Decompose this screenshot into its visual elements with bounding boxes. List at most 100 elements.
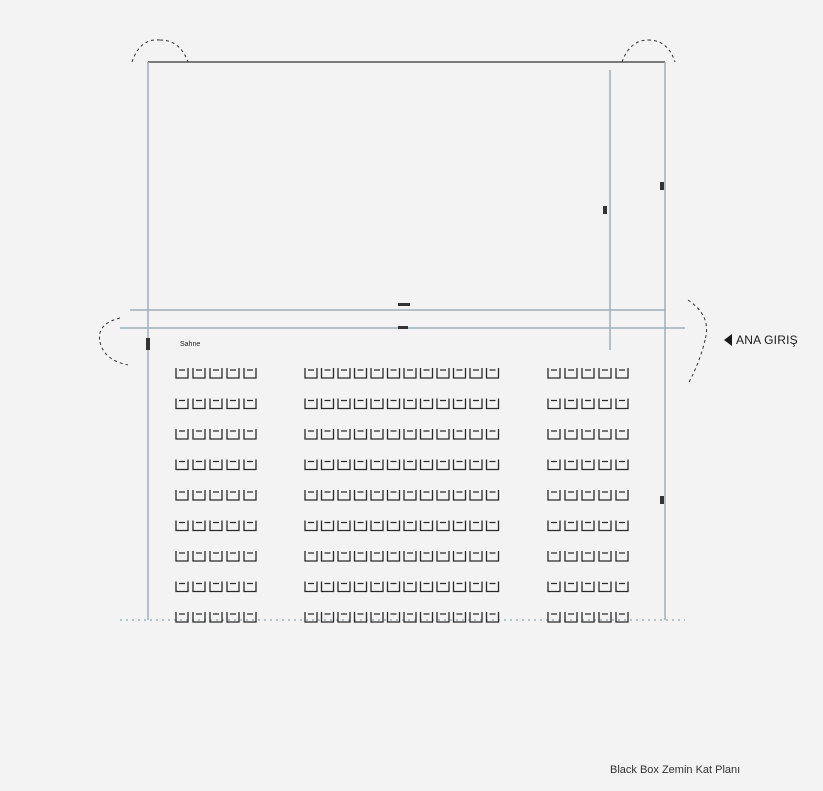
seat-icon xyxy=(209,520,223,532)
door-swing-top-right xyxy=(621,39,676,63)
seat-icon xyxy=(598,520,612,532)
seat-icon xyxy=(386,581,401,593)
seat-icon xyxy=(615,612,629,623)
seat-icon xyxy=(337,459,351,471)
seat-icon xyxy=(403,581,417,593)
seat-icon xyxy=(452,368,467,379)
seat-icon xyxy=(226,459,240,471)
seat-icon xyxy=(436,520,450,532)
seat-icon xyxy=(452,459,467,471)
seat-icon xyxy=(581,459,595,471)
seat-icon xyxy=(436,368,450,379)
seat-icon xyxy=(209,398,223,410)
seat-icon xyxy=(304,398,318,410)
seat-icon xyxy=(581,581,595,593)
seat-icon xyxy=(581,551,595,562)
seat-icon xyxy=(243,490,257,501)
seat-icon xyxy=(304,612,318,623)
seat-icon xyxy=(175,398,189,410)
seat-icon xyxy=(370,398,384,410)
seat-icon xyxy=(403,398,417,410)
seat-icon xyxy=(615,581,629,593)
seat-icon xyxy=(337,520,351,532)
seating-area xyxy=(175,368,629,623)
seat-icon xyxy=(469,429,483,440)
seat-icon xyxy=(547,490,561,501)
seat-icon xyxy=(452,490,467,501)
seat-icon xyxy=(485,612,500,623)
seat-icon xyxy=(547,398,561,410)
seat-icon xyxy=(419,490,434,501)
seat-icon xyxy=(243,459,257,471)
seat-icon xyxy=(304,459,318,471)
seat-icon xyxy=(320,581,335,593)
seat-icon xyxy=(243,429,257,440)
seat-icon xyxy=(353,490,368,501)
seat-icon xyxy=(209,551,223,562)
seat-icon xyxy=(436,459,450,471)
seat-icon xyxy=(370,520,384,532)
seat-icon xyxy=(370,429,384,440)
seat-icon xyxy=(192,429,206,440)
seat-icon xyxy=(209,612,223,623)
seat-icon xyxy=(226,368,240,379)
seat-icon xyxy=(353,459,368,471)
seat-icon xyxy=(320,459,335,471)
seat-icon xyxy=(337,581,351,593)
seat-icon xyxy=(581,429,595,440)
dim-mark xyxy=(146,338,150,350)
seat-icon xyxy=(485,581,500,593)
seat-icon xyxy=(615,490,629,501)
seat-icon xyxy=(370,551,384,562)
seat-icon xyxy=(564,459,578,471)
seat-icon xyxy=(304,551,318,562)
seat-icon xyxy=(564,581,578,593)
seat-icon xyxy=(209,429,223,440)
dim-mark xyxy=(660,182,664,190)
seat-icon xyxy=(564,490,578,501)
seat-icon xyxy=(209,581,223,593)
seat-icon xyxy=(581,398,595,410)
seat-icon xyxy=(386,551,401,562)
seat-icon xyxy=(598,612,612,623)
dim-mark xyxy=(603,206,607,214)
seat-icon xyxy=(337,429,351,440)
seat-icon xyxy=(192,398,206,410)
seat-icon xyxy=(485,368,500,379)
seat-icon xyxy=(598,398,612,410)
seat-icon xyxy=(581,368,595,379)
seat-icon xyxy=(419,581,434,593)
seat-icon xyxy=(386,398,401,410)
seat-icon xyxy=(175,459,189,471)
seat-icon xyxy=(615,551,629,562)
seat-icon xyxy=(403,429,417,440)
seat-icon xyxy=(419,398,434,410)
seat-icon xyxy=(192,551,206,562)
seat-icon xyxy=(175,368,189,379)
entrance-arrow-icon xyxy=(724,334,732,346)
seat-icon xyxy=(320,490,335,501)
seat-icon xyxy=(386,429,401,440)
seat-icon xyxy=(320,398,335,410)
seat-icon xyxy=(192,520,206,532)
seat-icon xyxy=(615,398,629,410)
seat-icon xyxy=(243,612,257,623)
seat-icon xyxy=(469,490,483,501)
seat-icon xyxy=(337,551,351,562)
seat-icon xyxy=(353,429,368,440)
seat-icon xyxy=(304,490,318,501)
seat-icon xyxy=(485,459,500,471)
seat-icon xyxy=(581,520,595,532)
seat-icon xyxy=(370,490,384,501)
seat-icon xyxy=(436,551,450,562)
seat-icon xyxy=(337,398,351,410)
seat-icon xyxy=(320,551,335,562)
seat-icon xyxy=(452,581,467,593)
seat-icon xyxy=(419,368,434,379)
seat-icon xyxy=(564,429,578,440)
seat-icon xyxy=(485,520,500,532)
door-swings xyxy=(98,39,708,385)
seat-icon xyxy=(564,612,578,623)
seat-icon xyxy=(226,581,240,593)
